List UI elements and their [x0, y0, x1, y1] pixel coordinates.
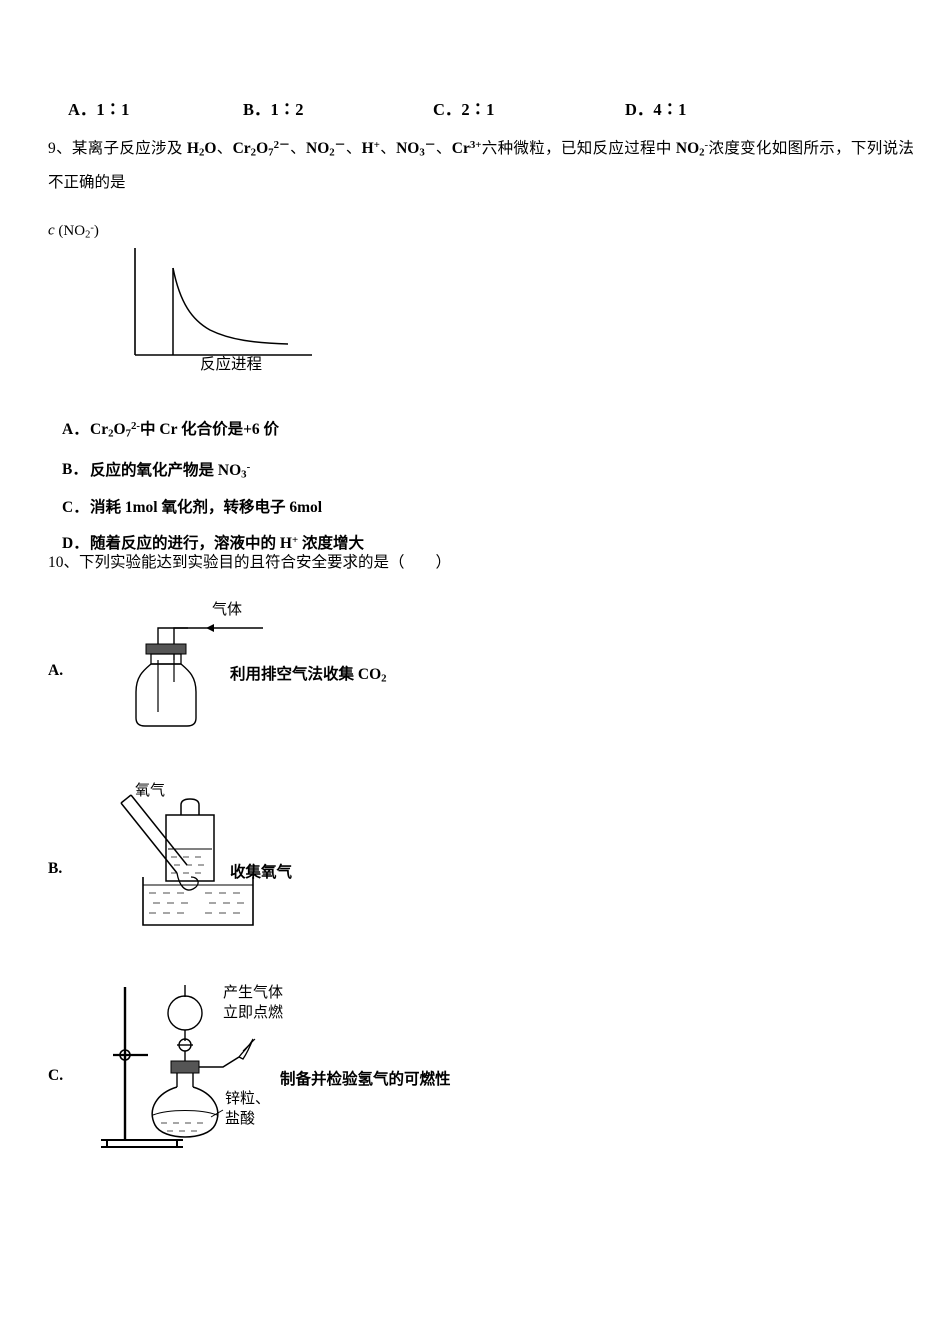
svg-text:产生气体: 产生气体: [223, 984, 283, 1001]
question9-stem: 9、某离子反应涉及 H2O、Cr2O72－、NO2－、H+、NO3－、Cr3+六…: [48, 139, 914, 191]
question10-item-b: B. 氧气: [48, 765, 908, 945]
top-option-d: D．4∶1: [625, 100, 687, 119]
question10-stem: 10、下列实验能达到实验目的且符合安全要求的是（ ）: [48, 554, 452, 571]
question10-item-b-label: B.: [48, 860, 63, 877]
top-option-c: C．2∶1: [433, 100, 495, 119]
top-option-a: A．1∶1: [68, 100, 130, 119]
question10-item-c-label: C.: [48, 1067, 64, 1084]
question9-chart: c (NO2-) 反应进程: [40, 208, 340, 388]
svg-text:气体: 气体: [212, 601, 242, 618]
top-option-b: B．1∶2: [243, 100, 304, 119]
question10-item-c: C.: [48, 975, 908, 1165]
question9-options: A．Cr2O72-中 Cr 化合价是+6 价 B．反应的氧化产物是 NO3- C…: [62, 410, 762, 560]
question10-item-a: A. 气体 利用排空气: [48, 600, 908, 760]
svg-text:盐酸: 盐酸: [225, 1110, 255, 1127]
top-options-row: A．1∶1 B．1∶2 C．2∶1 D．4∶1: [68, 96, 888, 120]
chart-y-axis-label: c (NO2-): [48, 222, 99, 241]
chart-svg: [134, 248, 312, 356]
question10-figure-a: 气体: [88, 600, 308, 740]
question9-option-c: C．消耗 1mol 氧化剂，转移电子 6mol: [62, 499, 323, 517]
svg-text:立即点燃: 立即点燃: [223, 1003, 283, 1021]
svg-text:锌粒、: 锌粒、: [225, 1090, 270, 1107]
question10-item-a-label: A.: [48, 662, 64, 679]
question10-item-c-desc: 制备并检验氢气的可燃性: [280, 1071, 451, 1088]
question10-figure-b: 氧气: [73, 765, 293, 945]
question9-option-b: B．反应的氧化产物是 NO3-: [62, 460, 251, 481]
question9-option-d: D．随着反应的进行，溶液中的 H+ 浓度增大: [62, 534, 365, 553]
svg-text:氧气: 氧气: [135, 782, 165, 799]
question9-option-a: A．Cr2O72-中 Cr 化合价是+6 价: [62, 420, 280, 440]
question10-item-b-desc: 收集氧气: [230, 864, 293, 881]
question10-figure-c: 产生气体 立即点燃 锌粒、 盐酸: [73, 975, 333, 1160]
question10-item-a-desc: 利用排空气法收集 CO2: [230, 666, 387, 685]
chart-x-axis-label: 反应进程: [200, 356, 263, 373]
